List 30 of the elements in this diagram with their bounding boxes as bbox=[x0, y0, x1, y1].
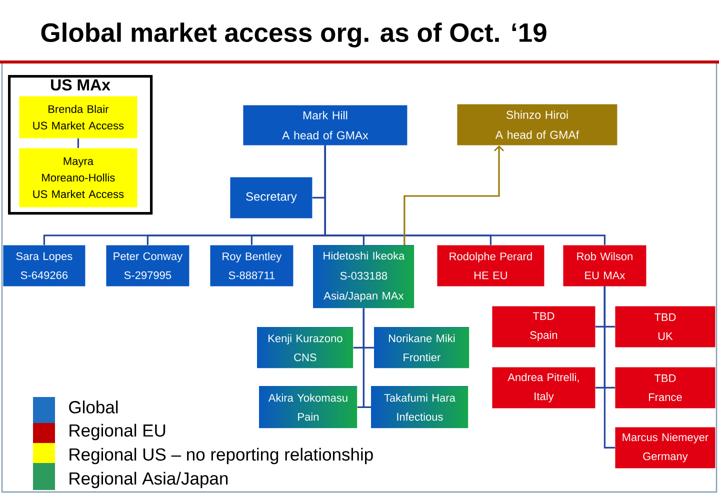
org-box: Brenda Blair US Market Access bbox=[19, 96, 138, 138]
org-box: Rodolphe Perard HE EU bbox=[437, 245, 544, 286]
org-box: Secretary bbox=[230, 177, 312, 218]
org-box: Kenji Kurazono CNS bbox=[257, 327, 354, 368]
org-box: Mayra Moreano-Hollis US Market Access bbox=[19, 148, 138, 208]
org-box: Roy Bentley S-888711 bbox=[210, 245, 294, 286]
org-box: TBD Spain bbox=[492, 306, 596, 348]
org-box: Andrea Pitrelli, Italy bbox=[492, 367, 596, 408]
connector-line bbox=[77, 138, 79, 148]
connector-line bbox=[362, 308, 371, 408]
org-box: Shinzo Hiroi A head of GMAf bbox=[457, 104, 618, 146]
org-box: Akira Yokomasu Pain bbox=[259, 386, 358, 428]
org-box: Peter Conway S-297995 bbox=[106, 245, 190, 286]
arrow bbox=[404, 145, 504, 245]
legend-label: Regional Asia/Japan bbox=[70, 472, 228, 488]
slide-title: Global market access org. as of Oct. ‘19 bbox=[41, 22, 546, 48]
org-box: Rob Wilson EU MAx bbox=[563, 245, 646, 286]
connector-line bbox=[604, 286, 615, 448]
org-box: TBD UK bbox=[615, 306, 716, 348]
org-box: TBD France bbox=[615, 367, 716, 408]
org-box: Hidetoshi Ikeoka S-033188 Asia/Japan MAx bbox=[313, 245, 414, 308]
legend-label: Regional US – no reporting relationship bbox=[70, 448, 373, 464]
org-box: Norikane Miki Frontier bbox=[374, 327, 470, 368]
connector-line bbox=[324, 145, 606, 245]
org-box: Takafumi Hara Infectious bbox=[371, 386, 468, 428]
legend-label: Regional EU bbox=[70, 424, 166, 440]
legend-label: Global bbox=[69, 400, 118, 414]
org-box: Marcus Niemeyer Germany bbox=[615, 427, 716, 468]
org-box: Mark Hill A head of GMAx bbox=[243, 105, 408, 146]
org-box: Sara Lopes S-649266 bbox=[3, 245, 86, 286]
